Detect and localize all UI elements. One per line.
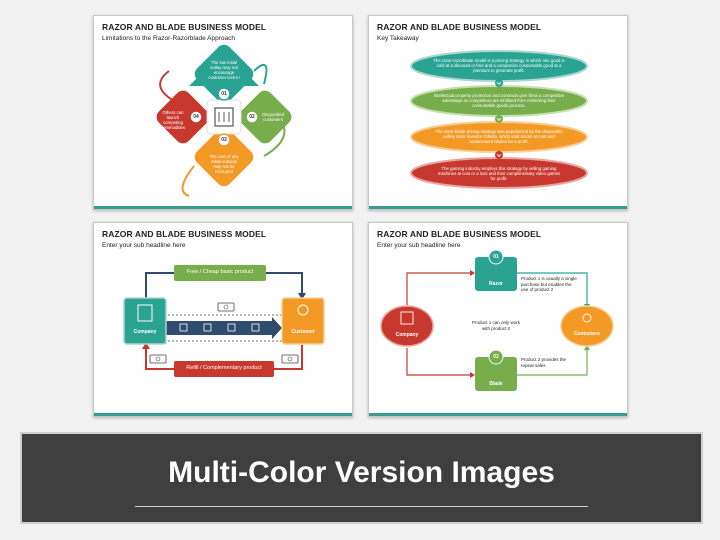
banner-title: Multi-Color Version Images	[168, 456, 555, 489]
cycle-diagram	[380, 249, 614, 391]
slide-thumbnail-key-takeaway[interactable]: RAZOR AND BLADE BUSINESS MODEL Key Takea…	[368, 15, 628, 210]
slide-subtitle: Limitations to the Razor-Razorblade Appr…	[102, 35, 235, 42]
blade-label: Blade	[489, 381, 503, 387]
customer-label: Customer	[291, 329, 315, 335]
item-number-01: 01	[221, 91, 227, 97]
company-label: Company	[395, 332, 419, 338]
razor-label: Razor	[489, 281, 503, 287]
takeaway-text-1: The razor-razorblade model is a pricing …	[433, 58, 565, 74]
note-product-2: Product 2 provides the repeat sales	[521, 357, 567, 368]
slide-subtitle: Enter your sub headline here	[102, 242, 186, 249]
takeaway-text-4: The gaming industry employs this strateg…	[437, 166, 561, 182]
note-center: Product 1 can only work with product 2	[471, 320, 521, 331]
slide-title: RAZOR AND BLADE BUSINESS MODEL	[102, 22, 267, 32]
limitations-diagram	[156, 44, 292, 197]
slide-thumbnail-limitations[interactable]: RAZOR AND BLADE BUSINESS MODEL Limitatio…	[93, 15, 353, 210]
razor-number: 01	[493, 254, 499, 260]
slide-subtitle: Enter your sub headline here	[377, 242, 461, 249]
slide-title: RAZOR AND BLADE BUSINESS MODEL	[377, 229, 542, 239]
blade-number: 02	[493, 354, 499, 360]
company-label: Company	[133, 329, 157, 335]
slide-title: RAZOR AND BLADE BUSINESS MODEL	[102, 229, 267, 239]
item-number-03: 03	[221, 137, 227, 143]
note-product-1: Product 1 is usually a single purchase b…	[521, 276, 577, 293]
slide-thumbnail-flow[interactable]: RAZOR AND BLADE BUSINESS MODEL Enter you…	[93, 222, 353, 417]
takeaway-text-3: The razor-blade pricing strategy was pop…	[435, 129, 563, 145]
slide-title: RAZOR AND BLADE BUSINESS MODEL	[377, 22, 542, 32]
refill-product-label: Refill / Complementary product	[186, 365, 262, 371]
item-number-02: 02	[249, 114, 255, 120]
takeaway-text-2: Intellectual property protection and con…	[433, 93, 565, 109]
slide-subtitle: Key Takeaway	[377, 35, 419, 42]
title-banner: Multi-Color Version Images	[20, 432, 703, 524]
banner-underline	[135, 506, 588, 507]
slide-thumbnail-cycle[interactable]: RAZOR AND BLADE BUSINESS MODEL Enter you…	[368, 222, 628, 417]
takeaway-ovals	[410, 50, 588, 189]
free-basic-product-label: Free / Cheap basic product	[186, 269, 254, 275]
flow-diagram	[123, 265, 325, 377]
item-text-02: Disgruntled customers	[262, 112, 284, 123]
item-text-01: The low initial outlay may not encourage…	[208, 60, 240, 81]
item-text-04: Others can launch competing commodities	[160, 110, 186, 131]
item-number-04: 04	[193, 114, 199, 120]
customers-label: Customers	[573, 331, 601, 337]
item-text-03: The cost of any initial subsidy may not …	[209, 154, 239, 175]
